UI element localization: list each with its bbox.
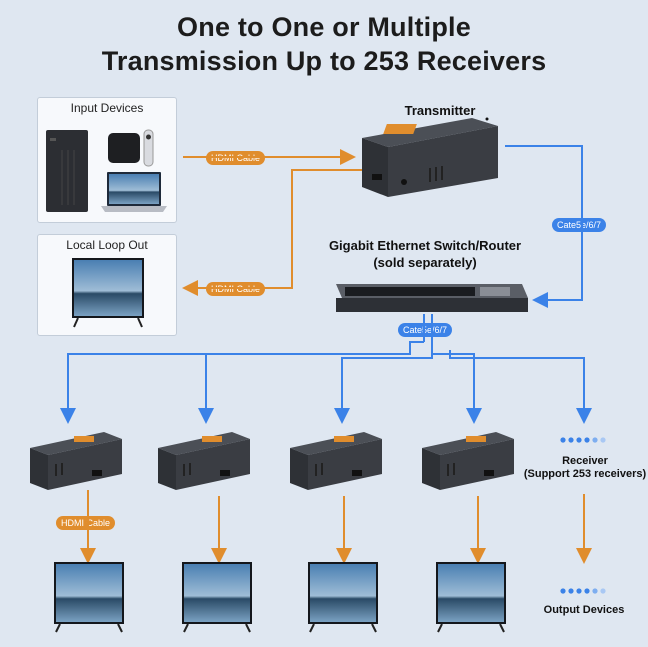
cat-cable-tx-label: Cate5e/6/7 (552, 218, 607, 232)
switch-sublabel: (sold separately) (373, 255, 477, 270)
output-tv-4-icon (436, 562, 506, 633)
page-title-line-1: One to One or Multiple (177, 12, 471, 42)
hdmi-loop-line (182, 169, 362, 296)
cat-tx-line (505, 145, 583, 308)
pc-tower-icon (46, 130, 88, 212)
receiver-device-3-icon (290, 432, 382, 490)
media-box-icon (108, 133, 140, 163)
hdmi-cable-out-label: HDMI Cable (56, 516, 116, 530)
local-loop-label: Local Loop Out (66, 238, 148, 252)
switch-device-icon (336, 284, 528, 312)
receivers (30, 432, 514, 490)
input-devices-label: Input Devices (70, 101, 144, 115)
output-tv-3-icon (308, 562, 378, 633)
transmitter-label: Transmitter (404, 103, 476, 118)
output-devices-label: Output Devices (543, 604, 625, 616)
dot-marker (485, 117, 489, 121)
switch-label: Gigabit Ethernet Switch/Router (328, 238, 522, 253)
receiver-device-4-icon (422, 432, 514, 490)
remote-icon (143, 129, 154, 167)
output-tv-1-icon (54, 562, 124, 633)
more-receivers-dots (560, 437, 606, 443)
loop-tv-icon (72, 258, 144, 328)
page-title-line-2: Transmission Up to 253 Receivers (101, 46, 547, 76)
more-outputs-dots (560, 588, 606, 594)
receiver-sublabel: (Support 253 receivers) (523, 468, 647, 480)
laptop-icon (101, 172, 167, 212)
receiver-label: Receiver (562, 455, 608, 467)
hdmi-out-lines (80, 490, 592, 564)
transmitter-device-icon (362, 118, 498, 197)
cat-cable-switch-label: Cate5e/6/7 (398, 323, 453, 337)
cat-distribution-lines (60, 314, 592, 424)
receiver-device-1-icon (30, 432, 122, 490)
output-tvs (54, 562, 506, 633)
receiver-device-2-icon (158, 432, 250, 490)
output-tv-2-icon (182, 562, 252, 633)
